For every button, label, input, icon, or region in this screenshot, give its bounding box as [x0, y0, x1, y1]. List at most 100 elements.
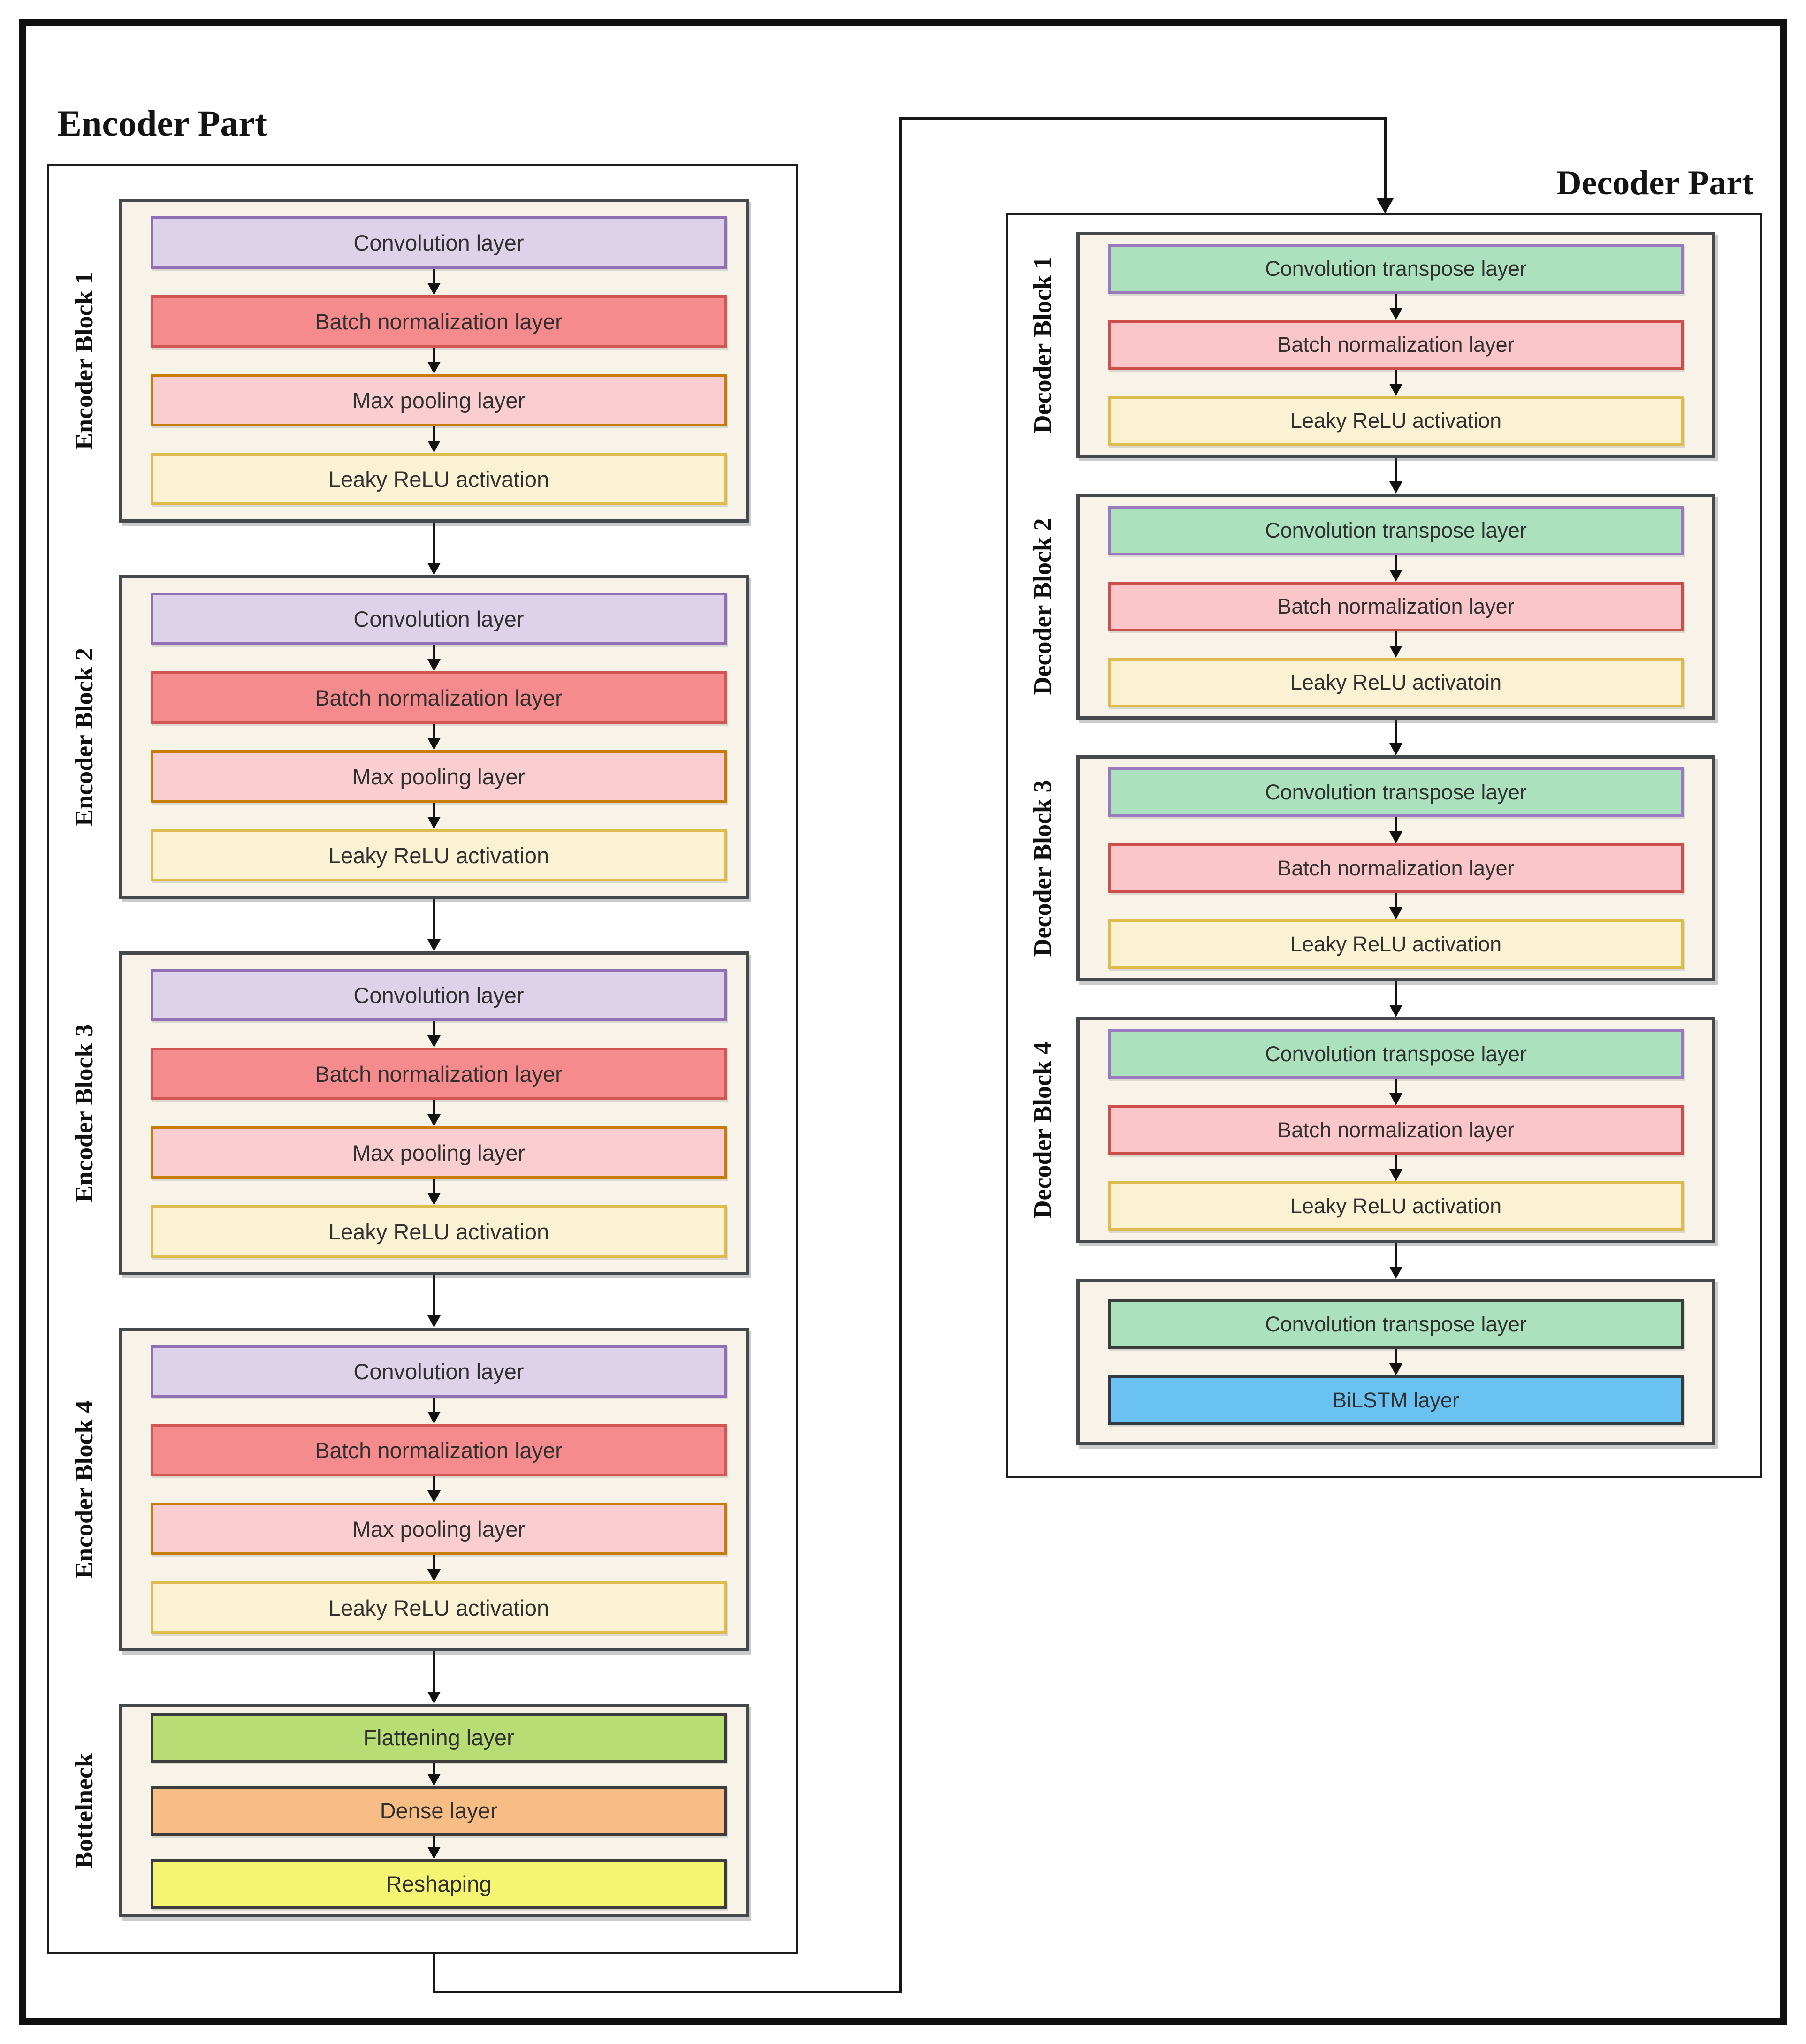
layer-bn-strong: Batch normalization layer — [151, 1048, 727, 1100]
down-arrow-icon — [1080, 294, 1712, 320]
decoder-part-title: Decoder Part — [1556, 164, 1753, 202]
layer-bn-strong: Batch normalization layer — [151, 295, 727, 348]
layer-lrelu: Leaky ReLU activation — [151, 829, 727, 881]
layer-maxpool: Max pooling layer — [151, 1126, 727, 1179]
block-label: Decoder Block 3 — [1008, 755, 1076, 981]
layer-lrelu: Leaky ReLU activation — [1108, 396, 1684, 446]
block-connector — [119, 1275, 749, 1328]
down-arrow-icon — [122, 1179, 746, 1205]
encoder-part-title: Encoder Part — [57, 103, 267, 144]
layer-reshape: Reshaping — [151, 1859, 727, 1909]
block-label-text: Decoder Block 4 — [1028, 1041, 1057, 1219]
block-label-text: Decoder Block 3 — [1028, 780, 1057, 957]
block-connector — [119, 1651, 749, 1704]
block-label-text: Encoder Block 3 — [70, 1024, 98, 1203]
down-arrow-icon — [427, 523, 441, 575]
down-arrow-icon — [122, 1398, 746, 1424]
block-label-text: Encoder Block 1 — [70, 271, 98, 450]
layer-convt: Convolution transpose layer — [1108, 767, 1684, 817]
block-label: Encoder Block 4 — [49, 1328, 119, 1651]
diagram-block: Decoder Block 3 Convolution transpose lay… — [1029, 755, 1715, 981]
connector-line-left-vertical — [899, 117, 902, 1993]
layer-maxpool: Max pooling layer — [151, 374, 727, 426]
layer-conv: Convolution layer — [151, 216, 727, 269]
layer-bn-light: Batch normalization layer — [1108, 320, 1684, 370]
down-arrow-icon — [122, 724, 746, 750]
down-arrow-icon — [122, 1762, 746, 1786]
block-label-text: Decoder Block 1 — [1028, 256, 1057, 433]
down-arrow-icon — [122, 1555, 746, 1581]
block-label: Encoder Block 2 — [49, 575, 119, 899]
layer-bn-light: Batch normalization layer — [1108, 1105, 1684, 1155]
layer-lrelu: Leaky ReLU activatoin — [1108, 658, 1684, 707]
layer-conv: Convolution layer — [151, 593, 727, 645]
block-label: Encoder Block 1 — [49, 199, 119, 523]
down-arrow-icon — [1080, 631, 1712, 658]
diagram-block: Decoder Block 4 Convolution transpose lay… — [1029, 1017, 1715, 1243]
block-label: Decoder Block 1 — [1008, 232, 1076, 458]
connector-arrowhead-icon — [1377, 198, 1394, 213]
layer-conv: Convolution layer — [151, 969, 727, 1021]
connector-line-exit-down — [433, 1953, 435, 1993]
layer-bn-light: Batch normalization layer — [1108, 843, 1684, 893]
layer-conv: Convolution layer — [151, 1345, 727, 1398]
decoder-panel: Decoder Block 1 Convolution transpose lay… — [1006, 213, 1762, 1478]
down-arrow-icon — [122, 1100, 746, 1126]
layer-convt: Convolution transpose layer — [1108, 506, 1684, 555]
down-arrow-icon — [122, 269, 746, 295]
down-arrow-icon — [427, 1651, 441, 1704]
down-arrow-icon — [122, 803, 746, 829]
down-arrow-icon — [1080, 555, 1712, 582]
block-connector — [1076, 720, 1715, 755]
layer-flatten: Flattening layer — [151, 1712, 727, 1763]
layer-lrelu: Leaky ReLU activation — [151, 453, 727, 505]
block-label-text: Encoder Block 4 — [70, 1400, 98, 1579]
block-label-text: Encoder Block 2 — [70, 647, 98, 827]
layer-bilstm: BiLSTM layer — [1108, 1375, 1684, 1425]
down-arrow-icon — [1080, 1155, 1712, 1181]
down-arrow-icon — [122, 645, 746, 671]
block-label-text: Bottelneck — [70, 1753, 99, 1869]
down-arrow-icon — [1389, 720, 1402, 755]
down-arrow-icon — [1389, 458, 1402, 494]
down-arrow-icon — [122, 426, 746, 453]
connector-line-top-horizontal — [899, 117, 1387, 120]
layer-maxpool: Max pooling layer — [151, 1503, 727, 1555]
connector-line-entry-down — [1384, 117, 1387, 199]
block-connector — [1076, 981, 1715, 1017]
down-arrow-icon — [1389, 1243, 1402, 1279]
block-label: Encoder Block 3 — [49, 951, 119, 1275]
diagram-block: Decoder Block 2 Convolution transpose lay… — [1029, 494, 1715, 720]
down-arrow-icon — [1080, 893, 1712, 919]
layer-convt: Convolution transpose layer — [1108, 1029, 1684, 1079]
layer-lrelu: Leaky ReLU activation — [1108, 919, 1684, 969]
down-arrow-icon — [1080, 817, 1712, 843]
layer-bn-strong: Batch normalization layer — [151, 671, 727, 724]
down-arrow-icon — [122, 348, 746, 374]
layer-convt-dark: Convolution transpose layer — [1108, 1299, 1684, 1349]
down-arrow-icon — [122, 1021, 746, 1048]
down-arrow-icon — [1080, 370, 1712, 396]
block-label-text: Decoder Block 2 — [1028, 518, 1057, 695]
block-connector — [119, 523, 749, 575]
page-border — [19, 19, 1787, 2025]
down-arrow-icon — [122, 1835, 746, 1859]
layer-lrelu: Leaky ReLU activation — [1108, 1181, 1684, 1231]
block-connector — [1076, 1243, 1715, 1279]
down-arrow-icon — [1080, 1349, 1712, 1375]
layer-bn-strong: Batch normalization layer — [151, 1424, 727, 1476]
connector-line-bottom-horizontal — [433, 1991, 902, 1993]
layer-lrelu: Leaky ReLU activation — [151, 1581, 727, 1634]
block-label: Bottelneck — [49, 1704, 119, 1917]
block-label: Decoder Block 2 — [1008, 494, 1076, 720]
down-arrow-icon — [1389, 981, 1402, 1017]
down-arrow-icon — [122, 1476, 746, 1503]
